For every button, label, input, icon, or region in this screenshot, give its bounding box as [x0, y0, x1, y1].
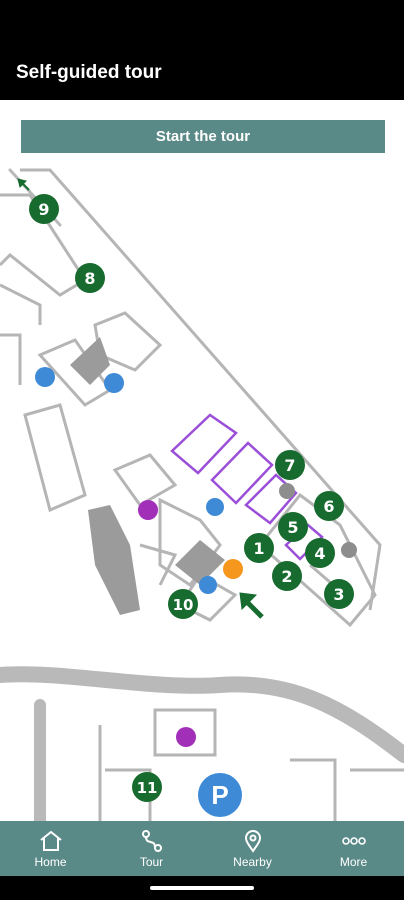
- more-icon: [341, 837, 366, 845]
- restroom-icon-2: [176, 727, 196, 747]
- building-fills: [70, 337, 225, 615]
- stop-4-marker: 4: [305, 538, 335, 568]
- amenity-icons: P: [35, 367, 357, 817]
- svg-text:6: 6: [323, 497, 334, 516]
- stop-5-marker: 5: [278, 512, 308, 542]
- stop-1-marker: 1: [244, 533, 274, 563]
- svg-text:8: 8: [84, 269, 95, 288]
- stop-8-marker: 8: [75, 263, 105, 293]
- page-title: Self-guided tour: [16, 62, 162, 83]
- you-are-here-arrow: [17, 178, 264, 619]
- stairs-icon-2: [341, 542, 357, 558]
- nav-nearby[interactable]: Nearby: [202, 821, 303, 876]
- roads: [0, 168, 404, 821]
- route-icon: [141, 830, 162, 852]
- start-tour-button[interactable]: Start the tour: [21, 120, 385, 153]
- svg-text:10: 10: [173, 596, 194, 614]
- map-canvas: P 9 8 7 6 5 1 4 2 3 10 11: [0, 168, 404, 821]
- stop-10-marker: 10: [168, 589, 198, 619]
- tour-stops[interactable]: 9 8 7 6 5 1 4 2 3 10 11: [29, 194, 354, 802]
- nav-tour[interactable]: Tour: [101, 821, 202, 876]
- nav-home[interactable]: Home: [0, 821, 101, 876]
- stop-11-marker: 11: [132, 772, 162, 802]
- shop-icon: [206, 498, 224, 516]
- svg-text:1: 1: [253, 539, 264, 558]
- svg-text:2: 2: [281, 567, 292, 586]
- tour-map[interactable]: P 9 8 7 6 5 1 4 2 3 10 11: [0, 165, 404, 821]
- svg-text:3: 3: [333, 585, 344, 604]
- stairs-icon: [279, 483, 295, 499]
- app-header: Self-guided tour: [0, 0, 404, 100]
- lower-buildings: [98, 708, 404, 821]
- nav-more-label: More: [339, 855, 368, 869]
- stop-6-marker: 6: [314, 491, 344, 521]
- restaurant-icon: [35, 367, 55, 387]
- svg-text:11: 11: [137, 779, 158, 797]
- nav-nearby-label: Nearby: [233, 855, 272, 869]
- svg-text:9: 9: [38, 200, 49, 219]
- shop-icon-2: [199, 576, 217, 594]
- location-pin-icon: [244, 830, 261, 853]
- svg-text:7: 7: [284, 456, 295, 475]
- restroom-icon: [138, 500, 158, 520]
- stop-9-marker: 9: [29, 194, 59, 224]
- nav-tour-label: Tour: [139, 855, 164, 869]
- bottom-navigation: Home Tour Nearby More: [0, 821, 404, 876]
- parking-icon: [198, 773, 242, 817]
- parking-label: P: [211, 780, 228, 810]
- svg-text:4: 4: [314, 544, 325, 563]
- svg-text:5: 5: [287, 518, 298, 537]
- stop-3-marker: 3: [324, 579, 354, 609]
- home-indicator[interactable]: [150, 886, 254, 890]
- info-icon: [223, 559, 243, 579]
- stop-7-marker: 7: [275, 450, 305, 480]
- nav-more[interactable]: More: [303, 821, 404, 876]
- home-icon: [39, 830, 62, 851]
- nav-home-label: Home: [34, 855, 67, 869]
- stop-2-marker: 2: [272, 561, 302, 591]
- restaurant-icon-2: [104, 373, 124, 393]
